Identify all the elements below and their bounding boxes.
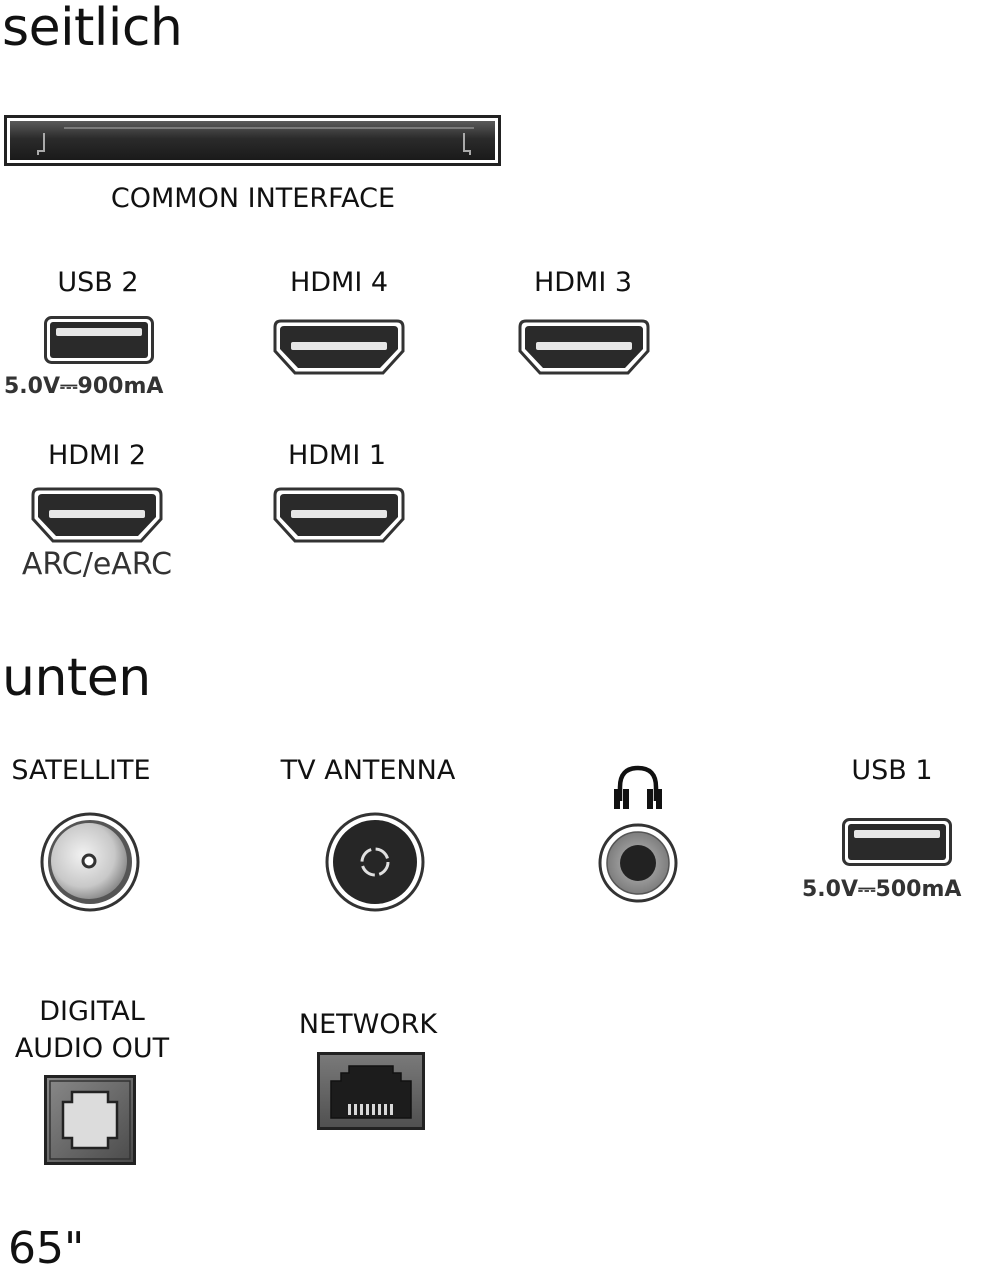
hdmi4-port	[273, 319, 405, 375]
headphone-jack-icon	[598, 823, 678, 903]
hdmi3-port	[518, 319, 650, 375]
usb1-spec: 5.0V⎓500mA	[802, 877, 962, 902]
network-label: NETWORK	[298, 1009, 438, 1040]
hdmi1-label: HDMI 1	[287, 440, 387, 471]
digital-audio-out-label: DIGITAL AUDIO OUT	[2, 993, 182, 1067]
hdmi2-arc-label: ARC/eARC	[21, 547, 173, 582]
hdmi2-label: HDMI 2	[47, 440, 147, 471]
digital-audio-out-label-line1: DIGITAL	[39, 996, 145, 1027]
hdmi2-port	[31, 487, 163, 543]
headphone-symbol	[612, 763, 664, 813]
usb2-port	[44, 316, 154, 364]
digital-audio-out-port	[44, 1075, 136, 1165]
usb1-port	[842, 818, 952, 866]
hdmi-port-icon	[273, 487, 405, 543]
network-port	[317, 1052, 425, 1130]
tv-antenna-label: TV ANTENNA	[280, 755, 456, 786]
ethernet-port-icon	[317, 1052, 425, 1130]
satellite-label: SATELLITE	[11, 755, 151, 786]
common-interface-label: COMMON INTERFACE	[110, 183, 396, 214]
hdmi4-label: HDMI 4	[289, 267, 389, 298]
section-title-bottom: unten	[2, 648, 151, 708]
ci-slot-icon	[4, 115, 501, 166]
screen-size-label: 65"	[8, 1223, 85, 1274]
section-title-side: seitlich	[2, 0, 183, 58]
antenna-connector-icon	[325, 812, 425, 912]
usb-port-icon	[44, 316, 154, 364]
usb-port-icon	[842, 818, 952, 866]
usb2-spec: 5.0V⎓900mA	[4, 374, 164, 399]
optical-audio-port-icon	[44, 1075, 136, 1165]
satellite-port	[39, 811, 141, 913]
hdmi3-label: HDMI 3	[533, 267, 633, 298]
satellite-connector-icon	[40, 812, 140, 912]
tv-antenna-port	[324, 811, 426, 913]
hdmi-port-icon	[518, 319, 650, 375]
headphones-icon	[614, 765, 662, 809]
usb2-label: USB 2	[57, 267, 139, 298]
headphone-port	[597, 822, 679, 904]
usb1-label: USB 1	[851, 755, 933, 786]
hdmi1-port	[273, 487, 405, 543]
common-interface-slot	[4, 115, 502, 167]
hdmi-port-icon	[31, 487, 163, 543]
digital-audio-out-label-line2: AUDIO OUT	[14, 1033, 170, 1064]
hdmi-port-icon	[273, 319, 405, 375]
